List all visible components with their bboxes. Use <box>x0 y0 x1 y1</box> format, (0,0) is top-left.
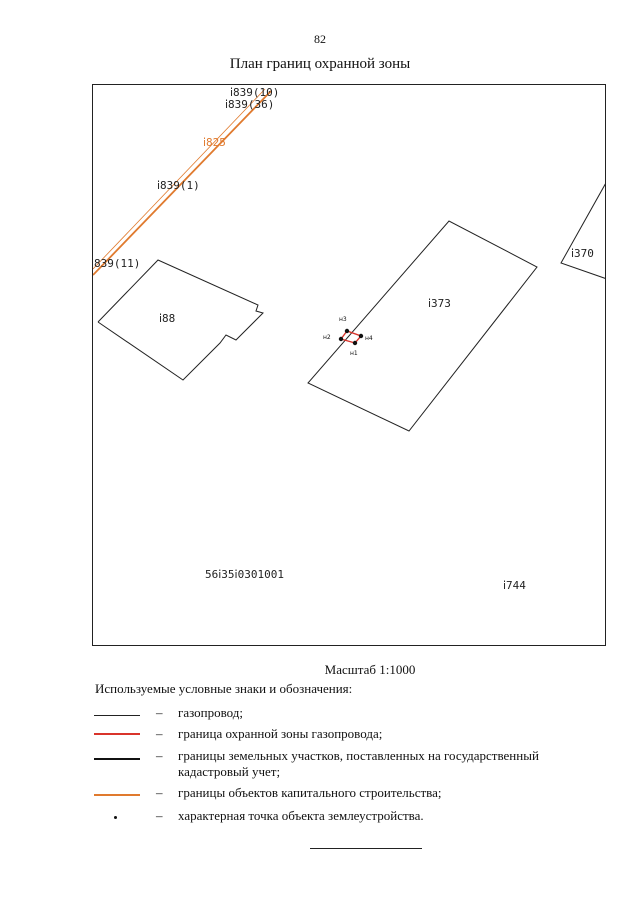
legend-item-characteristic-point: – характерная точка объекта землеустройс… <box>94 808 594 830</box>
legend-item-protection-zone: – граница охранной зоны газопровода; <box>94 726 594 748</box>
legend-text: характерная точка объекта землеустройств… <box>178 808 424 823</box>
bottom-rule <box>310 848 422 849</box>
parcel-370-boundary <box>560 183 605 279</box>
legend-text: границы объектов капитального строительс… <box>178 785 442 800</box>
capital-construction-boundary <box>93 90 272 276</box>
characteristic-point-n1 <box>352 340 358 346</box>
legend-dash: – <box>156 748 163 763</box>
label-parcel-744: ⅰ744 <box>503 579 526 592</box>
legend-dash: – <box>156 808 163 823</box>
label-839-11: ⅰ839(11) <box>93 257 140 270</box>
legend-text: граница охранной зоны газопровода; <box>178 726 383 741</box>
characteristic-point-n3 <box>344 328 350 334</box>
point-label-n3: н3 <box>339 316 347 323</box>
parcel-88-boundary <box>97 259 264 381</box>
legend-dash: – <box>156 705 163 720</box>
point-label-n4: н4 <box>365 335 373 342</box>
legend-text: границы земельных участков, поставленных… <box>178 748 539 779</box>
point-label-n2: н2 <box>323 334 331 341</box>
characteristic-point-n2 <box>338 336 344 342</box>
label-839-1: ⅰ839(1) <box>157 179 200 192</box>
label-839-10: ⅰ839(10) <box>230 86 279 99</box>
map-frame: н1 н2 н3 н4 ⅰ839(10) ⅰ839(36) ⅰ825 ⅰ839(… <box>92 84 606 646</box>
label-825: ⅰ825 <box>203 136 226 149</box>
legend-item-gas-pipeline: – газопровод; <box>94 705 594 726</box>
legend-title: Используемые условные знаки и обозначени… <box>95 681 353 696</box>
legend-item-capital-construction: – границы объектов капитального строител… <box>94 785 594 808</box>
page-title: План границ охранной зоны <box>229 56 411 72</box>
map-scale: Масштаб 1:1000 <box>324 662 416 677</box>
characteristic-point-n4 <box>358 333 364 339</box>
cadastral-map: н1 н2 н3 н4 ⅰ839(10) ⅰ839(36) ⅰ825 ⅰ839(… <box>93 86 605 592</box>
legend-sample-characteristic-point <box>114 816 117 819</box>
label-839-36: ⅰ839(36) <box>225 98 274 111</box>
page-number: 82 <box>314 32 326 46</box>
legend: – газопровод; – граница охранной зоны га… <box>94 705 594 830</box>
parcel-373-boundary <box>307 220 538 432</box>
legend-dash: – <box>156 785 163 800</box>
label-parcel-373: ⅰ373 <box>428 297 451 310</box>
legend-sample-gas-pipeline <box>94 715 140 716</box>
capital-construction-boundary-edge <box>93 88 266 270</box>
legend-item-land-parcels: – границы земельных участков, поставленн… <box>94 748 594 785</box>
legend-sample-protection-zone <box>94 733 140 735</box>
label-cadastral-quarter: 56ⅰ35ⅰ0301001 <box>205 568 284 581</box>
point-label-n1: н1 <box>350 350 358 357</box>
label-parcel-88: ⅰ88 <box>159 312 175 325</box>
label-parcel-370: ⅰ370 <box>571 247 594 260</box>
legend-sample-capital-construction <box>94 794 140 796</box>
legend-text: газопровод; <box>178 705 244 720</box>
legend-dash: – <box>156 726 163 741</box>
legend-sample-land-parcels <box>94 758 140 760</box>
